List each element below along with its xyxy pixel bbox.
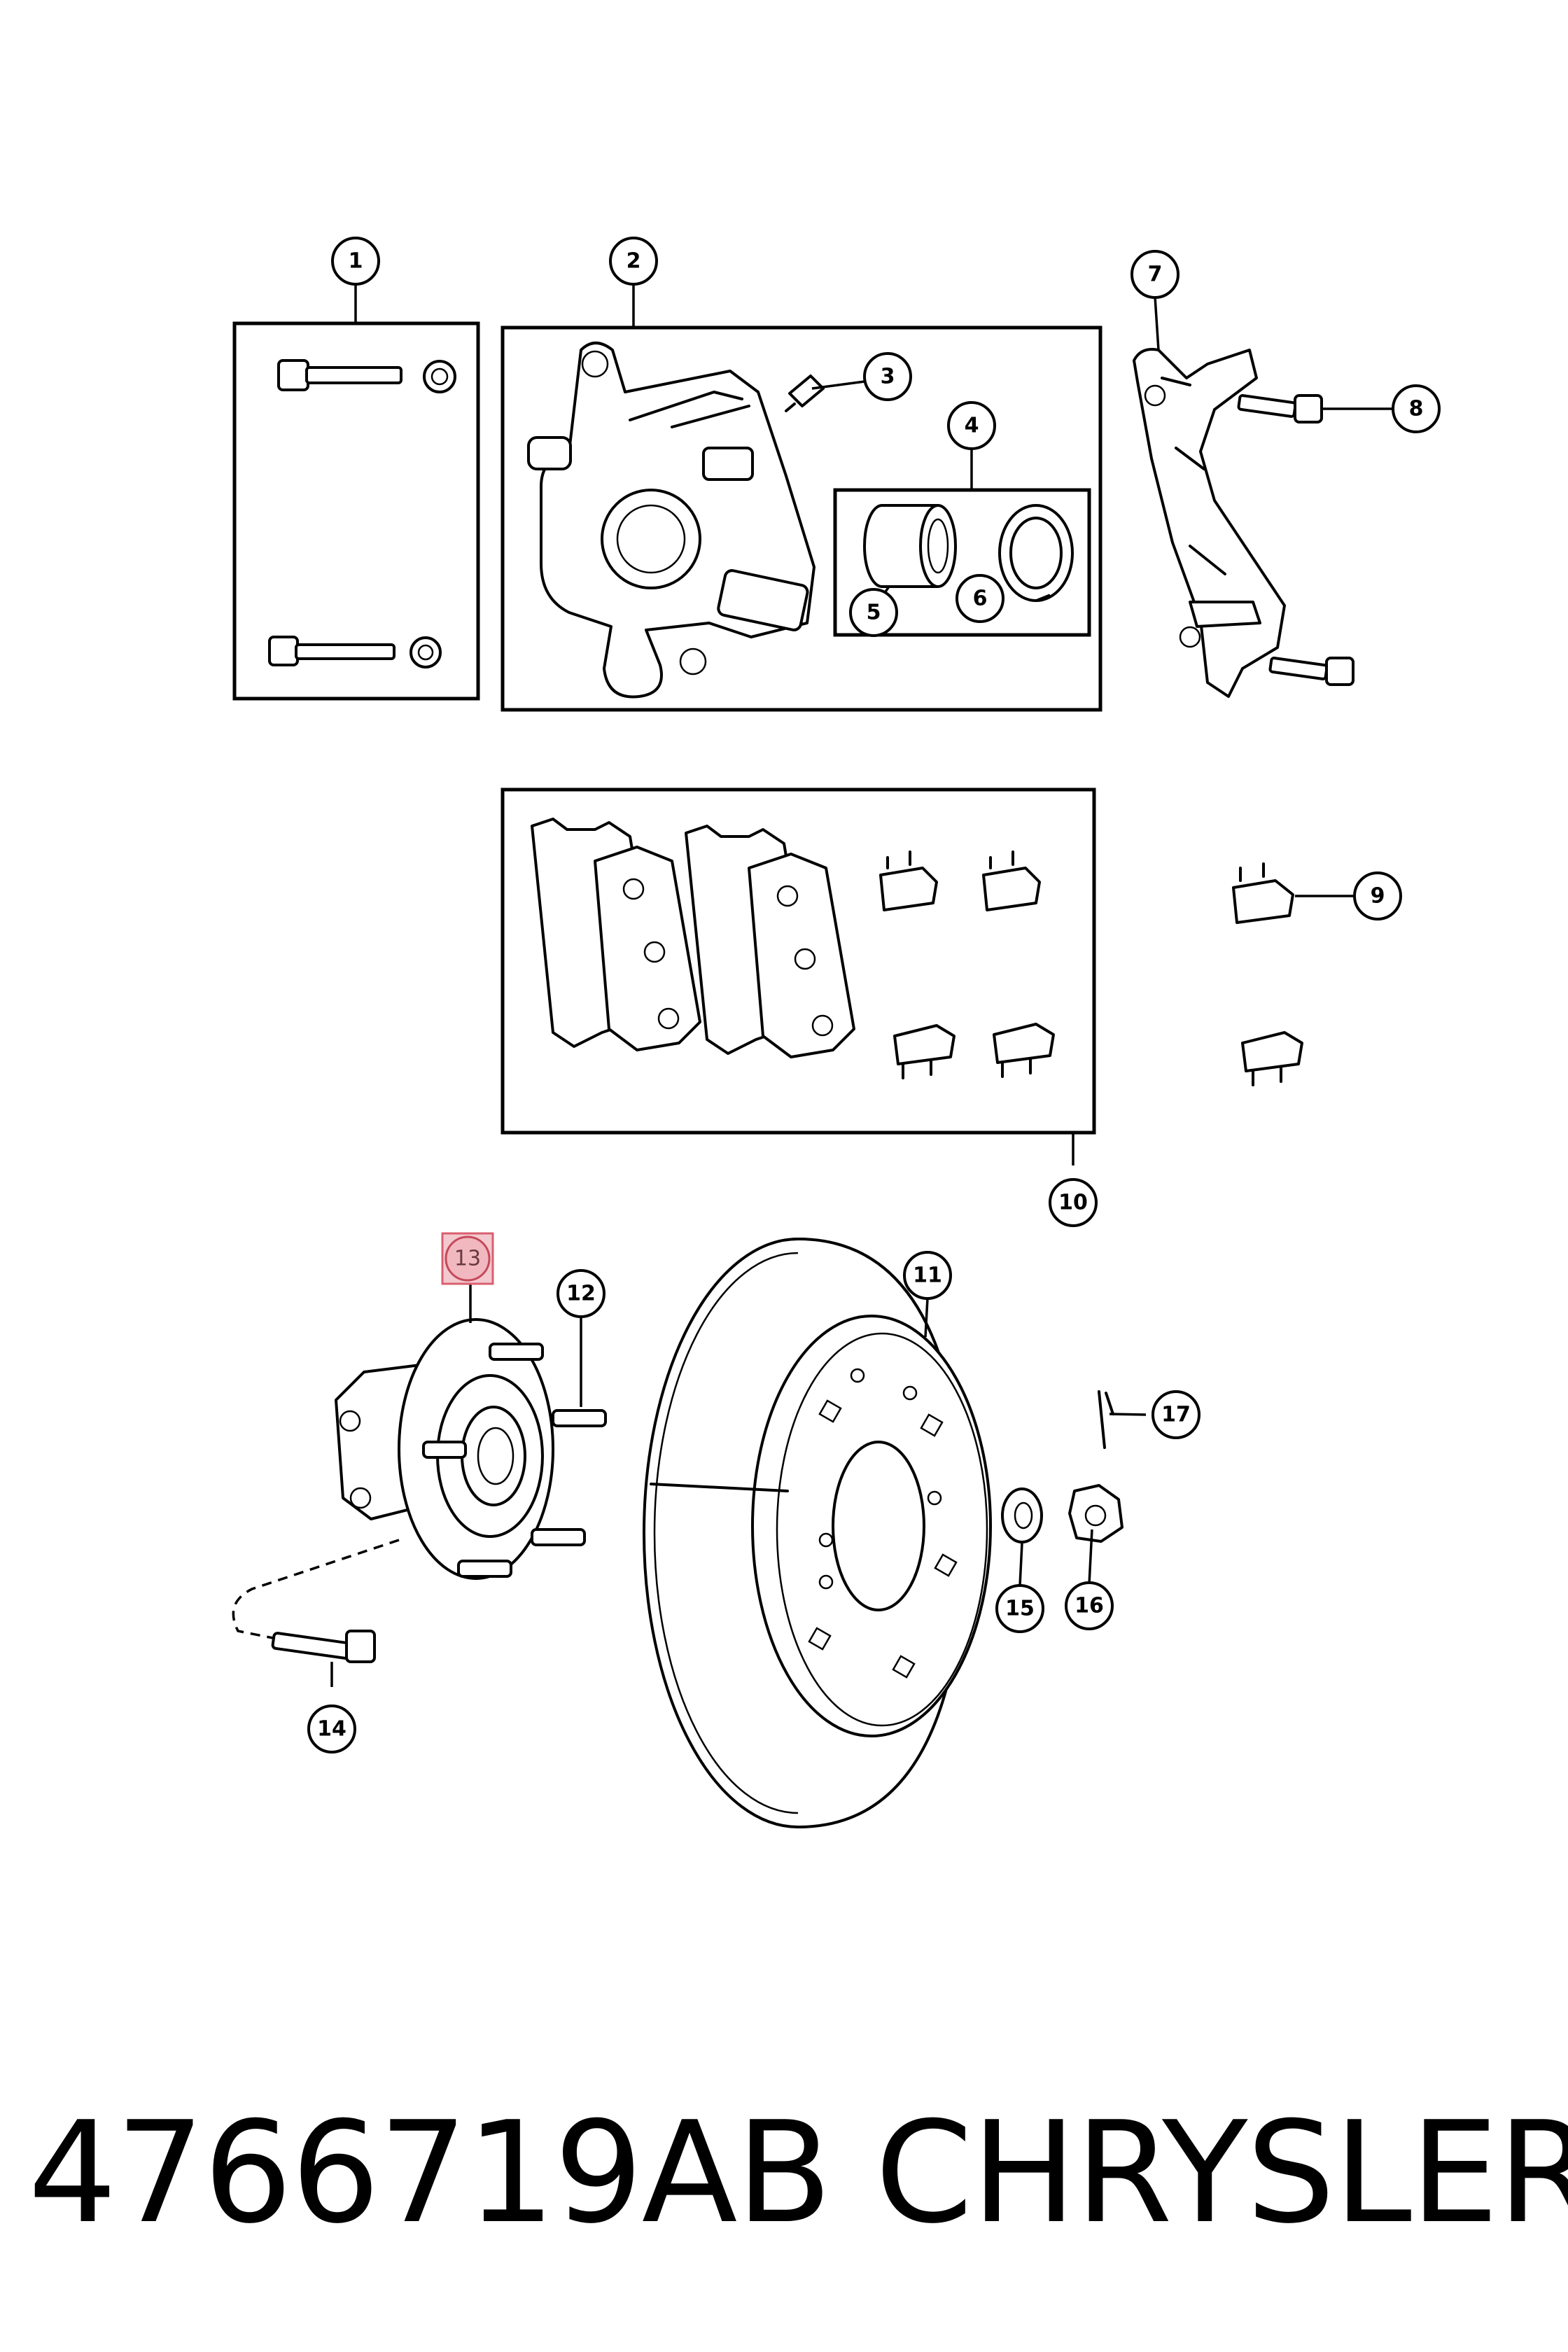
- callout-17: 17: [1152, 1390, 1200, 1439]
- callout-label: 15: [1005, 1597, 1035, 1621]
- wheel-studs: [422, 1343, 607, 1578]
- pad-clip-d: [993, 1023, 1055, 1078]
- rotor-bolt-holes: [808, 1368, 958, 1679]
- callout-12: 12: [556, 1269, 606, 1318]
- callout-2: 2: [609, 237, 658, 286]
- callout-11: 11: [903, 1251, 952, 1300]
- callout-1: 1: [331, 237, 380, 286]
- callout-13-highlighted[interactable]: 13: [441, 1232, 494, 1285]
- callout-10: 10: [1049, 1178, 1098, 1227]
- hub-nut: [1068, 1484, 1124, 1543]
- pad-clip-c: [893, 1024, 955, 1079]
- callout-label: 4: [965, 414, 979, 438]
- piston-seal-kit: [833, 488, 1091, 637]
- callout-label: 2: [626, 249, 641, 274]
- pad-clip-a: [879, 850, 938, 911]
- bracket-bolt-upper: [1237, 394, 1323, 424]
- callout-label: 14: [317, 1717, 346, 1742]
- callout-label: 12: [566, 1282, 596, 1306]
- caliper-adapter-bracket: [1133, 348, 1354, 698]
- callout-label: 1: [349, 249, 363, 274]
- hub-bolt: [232, 1539, 400, 1663]
- callout-5: 5: [849, 588, 898, 637]
- callout-6: 6: [955, 574, 1004, 623]
- part-number: 4766719AB: [28, 2092, 832, 2255]
- callout-3: 3: [863, 352, 912, 401]
- brand-name: CHRYSLER: [875, 2092, 1568, 2255]
- pad-clip-b: [982, 850, 1041, 911]
- hub-bearing-assembly: [335, 1318, 607, 1580]
- guide-pin-kit: [232, 321, 480, 701]
- pad-clip-separate-upper: [1232, 862, 1294, 924]
- callout-label: 7: [1148, 262, 1163, 287]
- brake-pad-kit: [500, 788, 1096, 1135]
- footer: 4766719AB CHRYSLER: [0, 2093, 1568, 2254]
- callout-label: 9: [1371, 884, 1385, 909]
- bracket-bolt-lower: [1268, 657, 1354, 686]
- callout-label: 10: [1058, 1191, 1088, 1215]
- pad-clip-separate-lower: [1241, 1031, 1303, 1086]
- cotter-pin: [1098, 1390, 1114, 1449]
- callout-label: 13: [454, 1247, 481, 1271]
- brake-pad-set-2: [685, 825, 855, 1058]
- brake-rotor: [643, 1238, 1022, 1828]
- callout-label: 3: [881, 365, 895, 389]
- leader-lines: [330, 284, 1393, 1687]
- washer: [1001, 1488, 1043, 1544]
- callout-15: 15: [995, 1584, 1044, 1633]
- callout-7: 7: [1130, 250, 1180, 299]
- callout-label: 6: [973, 587, 988, 611]
- callout-label: 16: [1074, 1594, 1104, 1618]
- callout-16: 16: [1065, 1581, 1114, 1630]
- piston-seal: [998, 504, 1074, 602]
- callout-9: 9: [1353, 872, 1402, 920]
- callout-label: 5: [867, 601, 881, 625]
- callout-label: 17: [1161, 1403, 1191, 1427]
- brake-pad-set-1: [531, 818, 701, 1051]
- piston: [863, 504, 957, 588]
- callout-14: 14: [307, 1704, 356, 1754]
- callout-4: 4: [947, 401, 996, 450]
- bleeder-screw: [785, 374, 825, 412]
- callout-label: 8: [1409, 397, 1424, 421]
- callout-label: 11: [913, 1264, 942, 1288]
- caliper-housing-group: [500, 326, 1102, 712]
- callout-8: 8: [1392, 384, 1441, 433]
